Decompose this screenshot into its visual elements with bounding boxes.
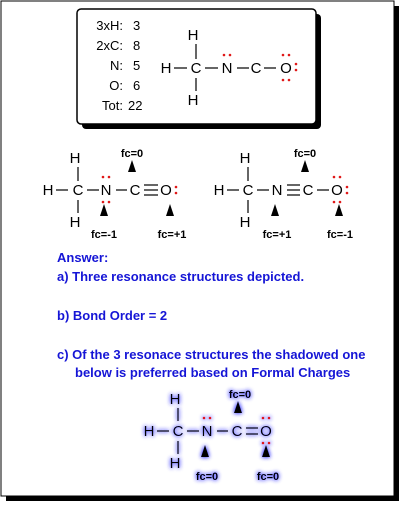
lone-pair-dot bbox=[281, 78, 285, 82]
atom-h: H bbox=[240, 214, 251, 231]
count-value: 6 bbox=[133, 78, 140, 93]
formal-charge-label: fc=0 bbox=[257, 471, 279, 483]
atom-h: H bbox=[43, 182, 54, 199]
resonance-structure-2: fc=0 H H C H N C O fc=+1 fc=-1 bbox=[214, 148, 353, 241]
atom-n: N bbox=[222, 60, 233, 77]
count-label: N: bbox=[110, 58, 123, 73]
atom-c: C bbox=[251, 60, 262, 77]
lone-pair-dot bbox=[101, 175, 105, 179]
lone-pair-dot bbox=[345, 185, 349, 189]
answer-b: b) Bond Order = 2 bbox=[57, 308, 167, 323]
lone-pair-dot bbox=[174, 191, 178, 195]
atom-c: C bbox=[243, 182, 254, 199]
arrow-icon bbox=[271, 204, 279, 216]
answer-c-line1: c) Of the 3 resonace structures the shad… bbox=[57, 347, 365, 362]
electron-count-table: 3xH: 3 2xC: 8 N: 5 O: 6 Tot: 22 bbox=[96, 18, 142, 113]
formal-charge-label: fc=-1 bbox=[327, 229, 353, 241]
formal-charge-label: fc=0 bbox=[229, 389, 251, 401]
formal-charge-label: fc=0 bbox=[294, 148, 316, 160]
lone-pair-dot bbox=[267, 416, 271, 420]
arrow-icon bbox=[166, 204, 174, 216]
count-value: 5 bbox=[133, 58, 140, 73]
lone-pair-dot bbox=[338, 175, 342, 179]
lone-pair-dot bbox=[107, 200, 111, 204]
arrow-icon bbox=[262, 445, 270, 457]
arrow-icon bbox=[201, 445, 209, 457]
lone-pair-dot bbox=[332, 175, 336, 179]
lone-pair-dot bbox=[281, 53, 285, 57]
lone-pair-dot bbox=[332, 200, 336, 204]
formal-charge-label: fc=+1 bbox=[158, 229, 187, 241]
atom-h: H bbox=[70, 214, 81, 231]
lone-pair-dot bbox=[287, 78, 291, 82]
arrow-icon bbox=[128, 160, 136, 172]
answer-heading: Answer: bbox=[57, 250, 108, 265]
lone-pair-dot bbox=[338, 200, 342, 204]
lone-pair-dot bbox=[101, 200, 105, 204]
atom-o: O bbox=[280, 60, 292, 77]
atom-h: H bbox=[240, 150, 251, 167]
lone-pair-dot bbox=[261, 441, 265, 445]
lone-pair-dot bbox=[228, 53, 232, 57]
count-value: 22 bbox=[128, 98, 142, 113]
answer-block: Answer: a) Three resonance structures de… bbox=[57, 250, 365, 380]
arrow-icon bbox=[335, 204, 343, 216]
lone-pair-dot bbox=[174, 185, 178, 189]
arrow-icon bbox=[234, 401, 242, 413]
atom-o: O bbox=[160, 182, 172, 199]
double-bond bbox=[246, 427, 258, 435]
atom-h: H bbox=[70, 150, 81, 167]
lone-pair-dot bbox=[294, 68, 298, 72]
atom-o: O bbox=[260, 423, 272, 440]
lone-pair-dot bbox=[287, 53, 291, 57]
lone-pair-dot bbox=[222, 53, 226, 57]
count-label: 3xH: bbox=[96, 18, 123, 33]
arrow-icon bbox=[301, 160, 309, 172]
formal-charge-label: fc=-1 bbox=[91, 229, 117, 241]
atom-c: C bbox=[130, 182, 141, 199]
resonance-structure-1: fc=0 H H C H N C O fc=-1 fc=+1 bbox=[43, 148, 187, 241]
atom-h: H bbox=[188, 92, 199, 109]
lone-pair-dot bbox=[267, 441, 271, 445]
electron-count-box: 3xH: 3 2xC: 8 N: 5 O: 6 Tot: 22 H H C H … bbox=[76, 8, 321, 129]
count-label: Tot: bbox=[102, 98, 123, 113]
lone-pair-dot bbox=[261, 416, 265, 420]
triple-bond bbox=[287, 184, 300, 196]
atom-c: C bbox=[303, 182, 314, 199]
atom-h: H bbox=[170, 455, 181, 472]
atom-o: O bbox=[331, 182, 343, 199]
formal-charge-label: fc=0 bbox=[196, 471, 218, 483]
atom-h: H bbox=[214, 182, 225, 199]
answer-c-line2: below is preferred based on Formal Charg… bbox=[75, 365, 350, 380]
count-value: 8 bbox=[133, 38, 140, 53]
atom-h: H bbox=[161, 60, 172, 77]
lone-pair-dot bbox=[345, 191, 349, 195]
lone-pair-dot bbox=[107, 175, 111, 179]
count-value: 3 bbox=[133, 18, 140, 33]
lone-pair-dot bbox=[208, 416, 212, 420]
atom-c: C bbox=[191, 60, 202, 77]
lone-pair-dot bbox=[202, 416, 206, 420]
answer-a: a) Three resonance structures depicted. bbox=[57, 269, 304, 284]
lone-pair-dot bbox=[294, 62, 298, 66]
atom-h: H bbox=[170, 391, 181, 408]
triple-bond bbox=[144, 184, 158, 196]
atom-n: N bbox=[272, 182, 283, 199]
count-label: O: bbox=[109, 78, 123, 93]
arrow-icon bbox=[100, 204, 108, 216]
atom-c: C bbox=[173, 423, 184, 440]
skeleton-structure: H H C H N C O bbox=[161, 27, 298, 109]
count-label: 2xC: bbox=[96, 38, 123, 53]
atom-h: H bbox=[188, 27, 199, 44]
formal-charge-label: fc=0 bbox=[121, 148, 143, 160]
atom-c: C bbox=[232, 423, 243, 440]
formal-charge-label: fc=+1 bbox=[263, 229, 292, 241]
atom-n: N bbox=[202, 423, 213, 440]
atom-h: H bbox=[144, 423, 155, 440]
preferred-resonance-structure: fc=0 H H C H N C O fc=0 fc=0 bbox=[144, 389, 280, 483]
atom-c: C bbox=[73, 182, 84, 199]
atom-n: N bbox=[101, 182, 112, 199]
